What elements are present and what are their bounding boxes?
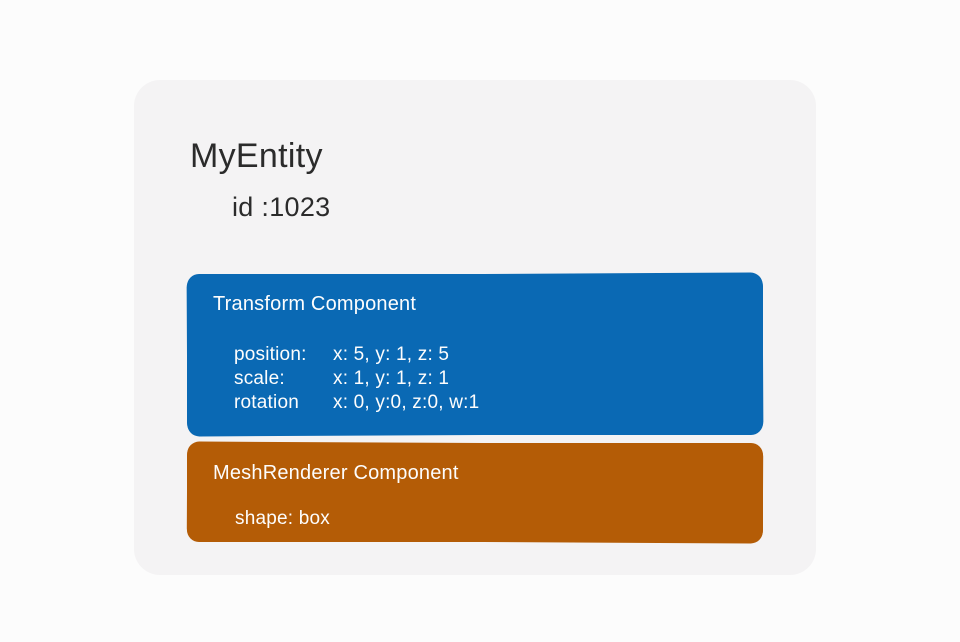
property-value-position: x: 5, y: 1, z: 5 — [333, 344, 450, 365]
property-value-scale: x: 1, y: 1, z: 1 — [333, 368, 450, 389]
property-row-shape: shape: box — [235, 507, 763, 531]
meshrenderer-properties: shape: box — [235, 507, 763, 531]
entity-id: id :1023 — [232, 192, 331, 222]
transform-component-card: Transform Component position: x: 5, y: 1… — [187, 274, 763, 435]
meshrenderer-component-title: MeshRenderer Component — [213, 462, 459, 484]
property-row-scale: scale: x: 1, y: 1, z: 1 — [234, 367, 763, 391]
meshrenderer-component-card: MeshRenderer Component shape: box — [187, 443, 763, 542]
property-row-position: position: x: 5, y: 1, z: 5 — [234, 343, 763, 367]
property-row-rotation: rotation x: 0, y:0, z:0, w:1 — [234, 391, 763, 415]
entity-card: MyEntity id :1023 Transform Component po… — [134, 80, 816, 575]
property-key-shape: shape: box — [235, 508, 330, 529]
property-key-scale: scale: — [234, 368, 285, 389]
property-value-rotation: x: 0, y:0, z:0, w:1 — [333, 392, 480, 413]
property-value-shape — [330, 507, 763, 531]
property-key-position: position: — [234, 344, 307, 365]
entity-title: MyEntity — [190, 137, 323, 175]
transform-component-title: Transform Component — [213, 293, 417, 315]
property-key-rotation: rotation — [234, 392, 299, 413]
transform-properties: position: x: 5, y: 1, z: 5 scale: x: 1, … — [234, 343, 763, 415]
